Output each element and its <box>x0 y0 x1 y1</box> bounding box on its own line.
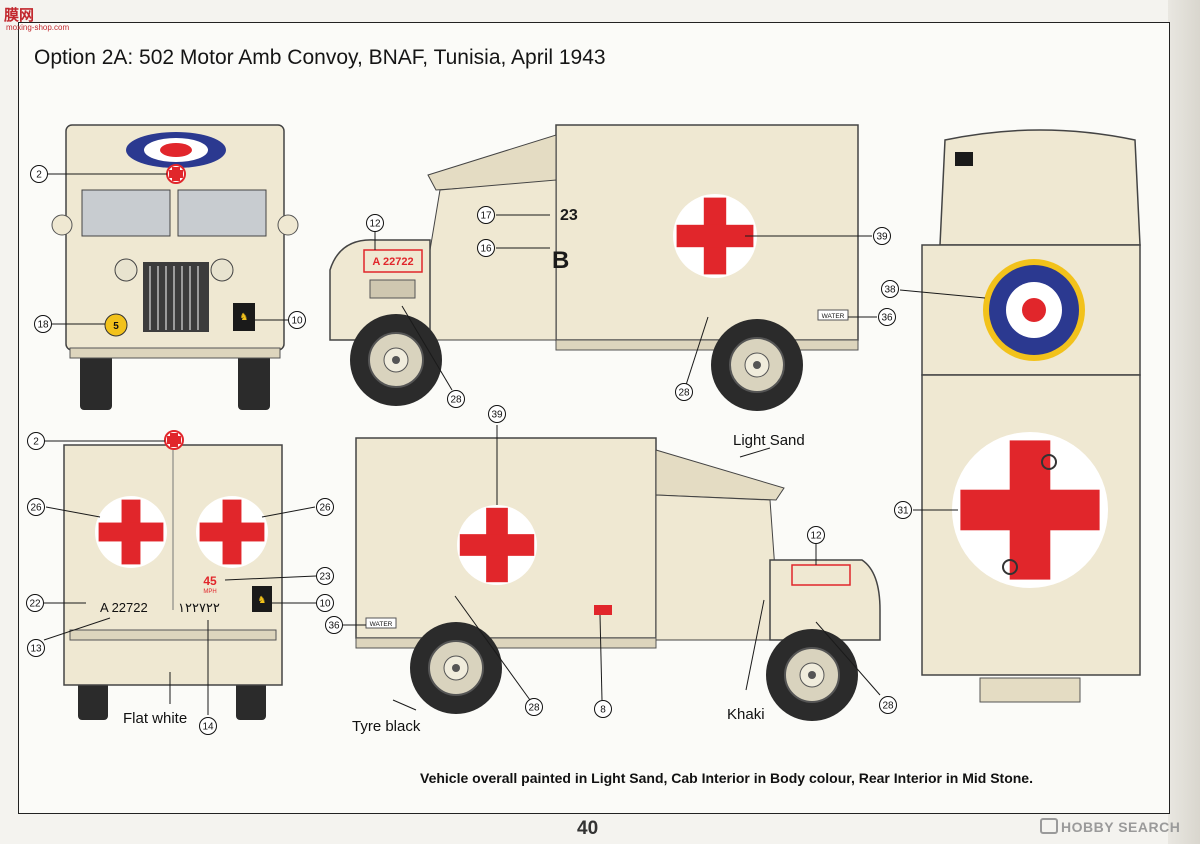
svg-text:14: 14 <box>202 722 214 733</box>
svg-text:17: 17 <box>480 211 492 222</box>
side-view-right: A 22722 23 B WATER <box>329 124 859 412</box>
svg-text:28: 28 <box>528 703 540 714</box>
top-view <box>921 129 1141 703</box>
callout-39-right: 39 <box>873 227 891 245</box>
front-registration: A 22722 <box>372 256 413 268</box>
svg-text:36: 36 <box>328 621 340 632</box>
svg-text:22: 22 <box>29 599 41 610</box>
callout-12-right: 12 <box>366 214 384 232</box>
front-circle-number: 5 <box>113 321 119 332</box>
brand-watermark: HOBBY SEARCH <box>1040 818 1180 835</box>
callout-12-left: 12 <box>807 526 825 544</box>
callout-39-left: 39 <box>488 405 506 423</box>
svg-text:10: 10 <box>291 316 303 327</box>
rear-registration-latin: A 22722 <box>100 600 148 615</box>
svg-text:16: 16 <box>480 244 492 255</box>
callout-17: 17 <box>477 206 495 224</box>
water-label-right: WATER <box>822 313 845 320</box>
page-title: Option 2A: 502 Motor Amb Convoy, BNAF, T… <box>34 46 606 69</box>
callout-10-front: 10 <box>288 311 306 329</box>
svg-text:10: 10 <box>319 599 331 610</box>
side-view-left: WATER <box>355 437 881 722</box>
callout-28-rear-wheel: 28 <box>675 383 693 401</box>
svg-text:12: 12 <box>369 219 381 230</box>
page-edge <box>1168 0 1200 844</box>
svg-text:26: 26 <box>319 503 331 514</box>
callout-28-left-rear-wheel: 28 <box>525 698 543 716</box>
label-tyre-black: Tyre black <box>352 718 421 735</box>
callout-22: 22 <box>26 594 44 612</box>
water-label-left: WATER <box>370 621 393 628</box>
rear-registration-arabic: ١٢٢٧٢٢ <box>178 600 220 615</box>
svg-text:♞: ♞ <box>258 595 267 606</box>
svg-text:13: 13 <box>30 644 42 655</box>
svg-text:8: 8 <box>600 705 606 716</box>
callout-2-rear: 2 <box>27 432 45 450</box>
callout-8: 8 <box>594 700 612 718</box>
callout-26-right: 26 <box>316 498 334 516</box>
label-khaki: Khaki <box>727 706 765 723</box>
watermark-logo: 膜网 <box>4 7 35 24</box>
svg-text:23: 23 <box>319 572 331 583</box>
callout-13: 13 <box>27 639 45 657</box>
watermark-url: moxing-shop.com <box>6 23 70 32</box>
paint-instruction-note: Vehicle overall painted in Light Sand, C… <box>420 770 1033 786</box>
callout-23: 23 <box>316 567 334 585</box>
front-view: 5 ♞ <box>51 124 299 410</box>
callout-14: 14 <box>199 717 217 735</box>
svg-text:♞: ♞ <box>240 312 249 323</box>
svg-text:2: 2 <box>36 170 42 181</box>
callout-36-left: 36 <box>325 616 343 634</box>
svg-text:36: 36 <box>881 313 893 324</box>
label-light-sand: Light Sand <box>733 432 805 449</box>
callout-2-front: 2 <box>30 165 48 183</box>
svg-text:39: 39 <box>491 410 503 421</box>
rear-view: 45 MPH A 22722 ١٢٢٧٢٢ ♞ <box>63 430 283 720</box>
svg-text:38: 38 <box>884 285 896 296</box>
callout-28-front-wheel: 28 <box>447 390 465 408</box>
brand-logo-icon <box>1040 818 1058 834</box>
svg-text:39: 39 <box>876 232 888 243</box>
callout-leaders <box>43 173 986 715</box>
callout-16: 16 <box>477 239 495 257</box>
callout-26-left: 26 <box>27 498 45 516</box>
speed-limit-unit: MPH <box>203 589 216 595</box>
label-flat-white: Flat white <box>123 710 188 727</box>
callout-36-right: 36 <box>878 308 896 326</box>
speed-limit-value: 45 <box>203 574 217 588</box>
callout-28-left-front-wheel: 28 <box>879 696 897 714</box>
callout-18: 18 <box>34 315 52 333</box>
callout-markers: 2 18 10 12 17 16 39 36 28 28 38 31 2 26 … <box>26 165 912 735</box>
svg-text:28: 28 <box>450 395 462 406</box>
callout-38: 38 <box>881 280 899 298</box>
unit-number: 23 <box>560 207 578 224</box>
svg-text:2: 2 <box>33 437 39 448</box>
callout-31: 31 <box>894 501 912 519</box>
svg-text:18: 18 <box>37 320 49 331</box>
callout-10-rear: 10 <box>316 594 334 612</box>
unit-letter: B <box>552 247 569 274</box>
brand-name: HOBBY SEARCH <box>1061 819 1181 835</box>
svg-text:28: 28 <box>678 388 690 399</box>
svg-text:12: 12 <box>810 531 822 542</box>
svg-text:26: 26 <box>30 503 42 514</box>
svg-text:28: 28 <box>882 701 894 712</box>
page-number: 40 <box>577 818 599 839</box>
svg-text:31: 31 <box>897 506 909 517</box>
